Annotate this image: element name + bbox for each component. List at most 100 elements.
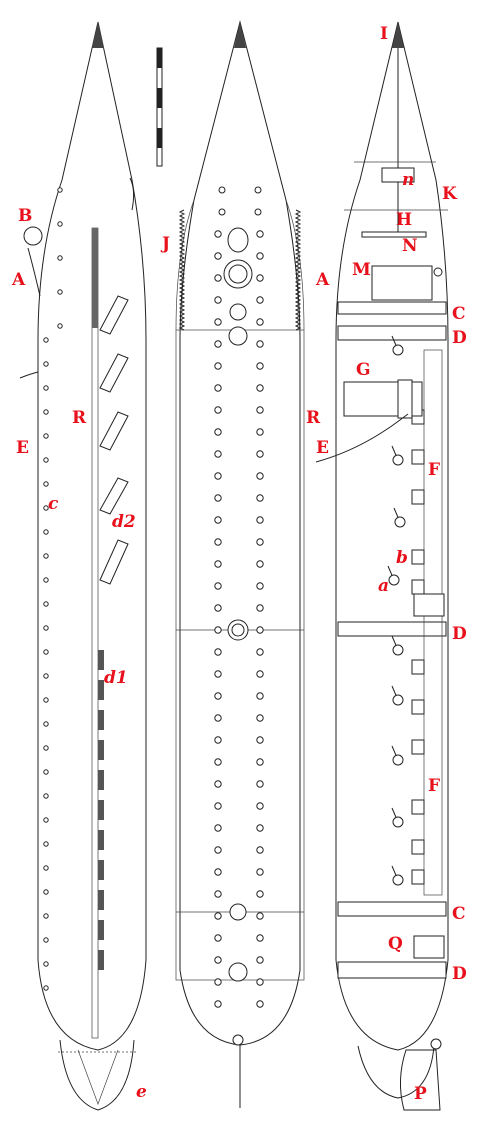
label-G: G bbox=[356, 360, 371, 380]
sawtooth-J-left bbox=[178, 209, 186, 331]
bulkhead-D-top bbox=[337, 325, 447, 341]
porthole bbox=[214, 340, 222, 348]
label-n: n bbox=[402, 170, 415, 190]
d1-strip bbox=[98, 920, 104, 940]
porthole bbox=[218, 186, 226, 194]
porthole bbox=[256, 802, 264, 810]
porthole bbox=[43, 577, 49, 583]
frame-F bbox=[423, 349, 443, 896]
label-P: P bbox=[414, 1084, 427, 1104]
lever-knob bbox=[394, 516, 406, 528]
porthole bbox=[256, 780, 264, 788]
d1-strip bbox=[98, 740, 104, 760]
frame-notch bbox=[411, 549, 425, 565]
d1-strip bbox=[98, 770, 104, 790]
rudder-P bbox=[400, 1049, 441, 1111]
label-C-bottom: C bbox=[452, 904, 466, 924]
left-hull-view bbox=[19, 21, 147, 1111]
porthole bbox=[214, 230, 222, 238]
porthole bbox=[214, 428, 222, 436]
pipe-E-right bbox=[315, 413, 409, 463]
porthole bbox=[256, 450, 264, 458]
porthole bbox=[214, 1000, 222, 1008]
d1-strip bbox=[98, 650, 104, 670]
frame-notch bbox=[411, 579, 425, 595]
porthole bbox=[256, 538, 264, 546]
label-F-bottom: F bbox=[428, 776, 441, 796]
bulkhead-C-top bbox=[337, 301, 447, 315]
porthole bbox=[214, 802, 222, 810]
porthole bbox=[214, 274, 222, 282]
porthole bbox=[43, 457, 49, 463]
porthole bbox=[256, 604, 264, 612]
frame-notches bbox=[411, 409, 425, 885]
porthole bbox=[214, 714, 222, 722]
porthole bbox=[43, 505, 49, 511]
d1-strip bbox=[98, 950, 104, 970]
porthole bbox=[43, 769, 49, 775]
rudder-E-left bbox=[19, 371, 39, 379]
porthole bbox=[43, 913, 49, 919]
porthole bbox=[214, 604, 222, 612]
porthole bbox=[214, 406, 222, 414]
sawtooth-J-right bbox=[294, 209, 302, 331]
porthole bbox=[43, 409, 49, 415]
porthole bbox=[256, 1000, 264, 1008]
porthole bbox=[43, 601, 49, 607]
label-R-left: R bbox=[72, 408, 87, 428]
porthole bbox=[43, 361, 49, 367]
porthole bbox=[256, 296, 264, 304]
porthole bbox=[214, 780, 222, 788]
label-D-top: D bbox=[452, 328, 467, 348]
d1-strip bbox=[98, 680, 104, 700]
porthole bbox=[214, 648, 222, 656]
porthole bbox=[43, 481, 49, 487]
porthole bbox=[214, 736, 222, 744]
porthole bbox=[43, 745, 49, 751]
porthole bbox=[43, 697, 49, 703]
label-b: b bbox=[396, 548, 408, 568]
label-N: N bbox=[402, 236, 418, 256]
porthole bbox=[43, 625, 49, 631]
nose-tip-left bbox=[92, 22, 104, 48]
d1-strip bbox=[98, 860, 104, 880]
porthole bbox=[214, 956, 222, 964]
label-C-top: C bbox=[452, 304, 466, 324]
porthole bbox=[256, 978, 264, 986]
control-levers bbox=[387, 335, 406, 886]
label-A-right: A bbox=[316, 270, 330, 290]
porthole bbox=[256, 252, 264, 260]
porthole bbox=[256, 890, 264, 898]
porthole bbox=[43, 721, 49, 727]
frame-notch bbox=[411, 659, 425, 675]
label-D-bottom: D bbox=[452, 964, 467, 984]
porthole bbox=[256, 648, 264, 656]
porthole bbox=[43, 841, 49, 847]
porthole bbox=[256, 846, 264, 854]
porthole bbox=[214, 824, 222, 832]
porthole bbox=[214, 472, 222, 480]
porthole bbox=[256, 714, 264, 722]
porthole bbox=[256, 956, 264, 964]
fin-plate-1 bbox=[99, 295, 129, 335]
fin-plate-2 bbox=[99, 353, 129, 393]
porthole bbox=[256, 560, 264, 568]
porthole bbox=[256, 318, 264, 326]
lever-knob bbox=[392, 344, 404, 356]
lever-knob bbox=[392, 694, 404, 706]
porthole bbox=[256, 472, 264, 480]
frame-notch bbox=[411, 489, 425, 505]
porthole bbox=[43, 889, 49, 895]
bulkhead-D-bottom bbox=[337, 961, 447, 979]
fin-plate-5 bbox=[99, 539, 129, 585]
porthole bbox=[214, 582, 222, 590]
porthole bbox=[43, 337, 49, 343]
porthole bbox=[256, 406, 264, 414]
porthole bbox=[43, 553, 49, 559]
porthole bbox=[43, 937, 49, 943]
porthole bbox=[214, 758, 222, 766]
porthole bbox=[256, 230, 264, 238]
porthole bbox=[214, 538, 222, 546]
porthole bbox=[214, 626, 222, 634]
